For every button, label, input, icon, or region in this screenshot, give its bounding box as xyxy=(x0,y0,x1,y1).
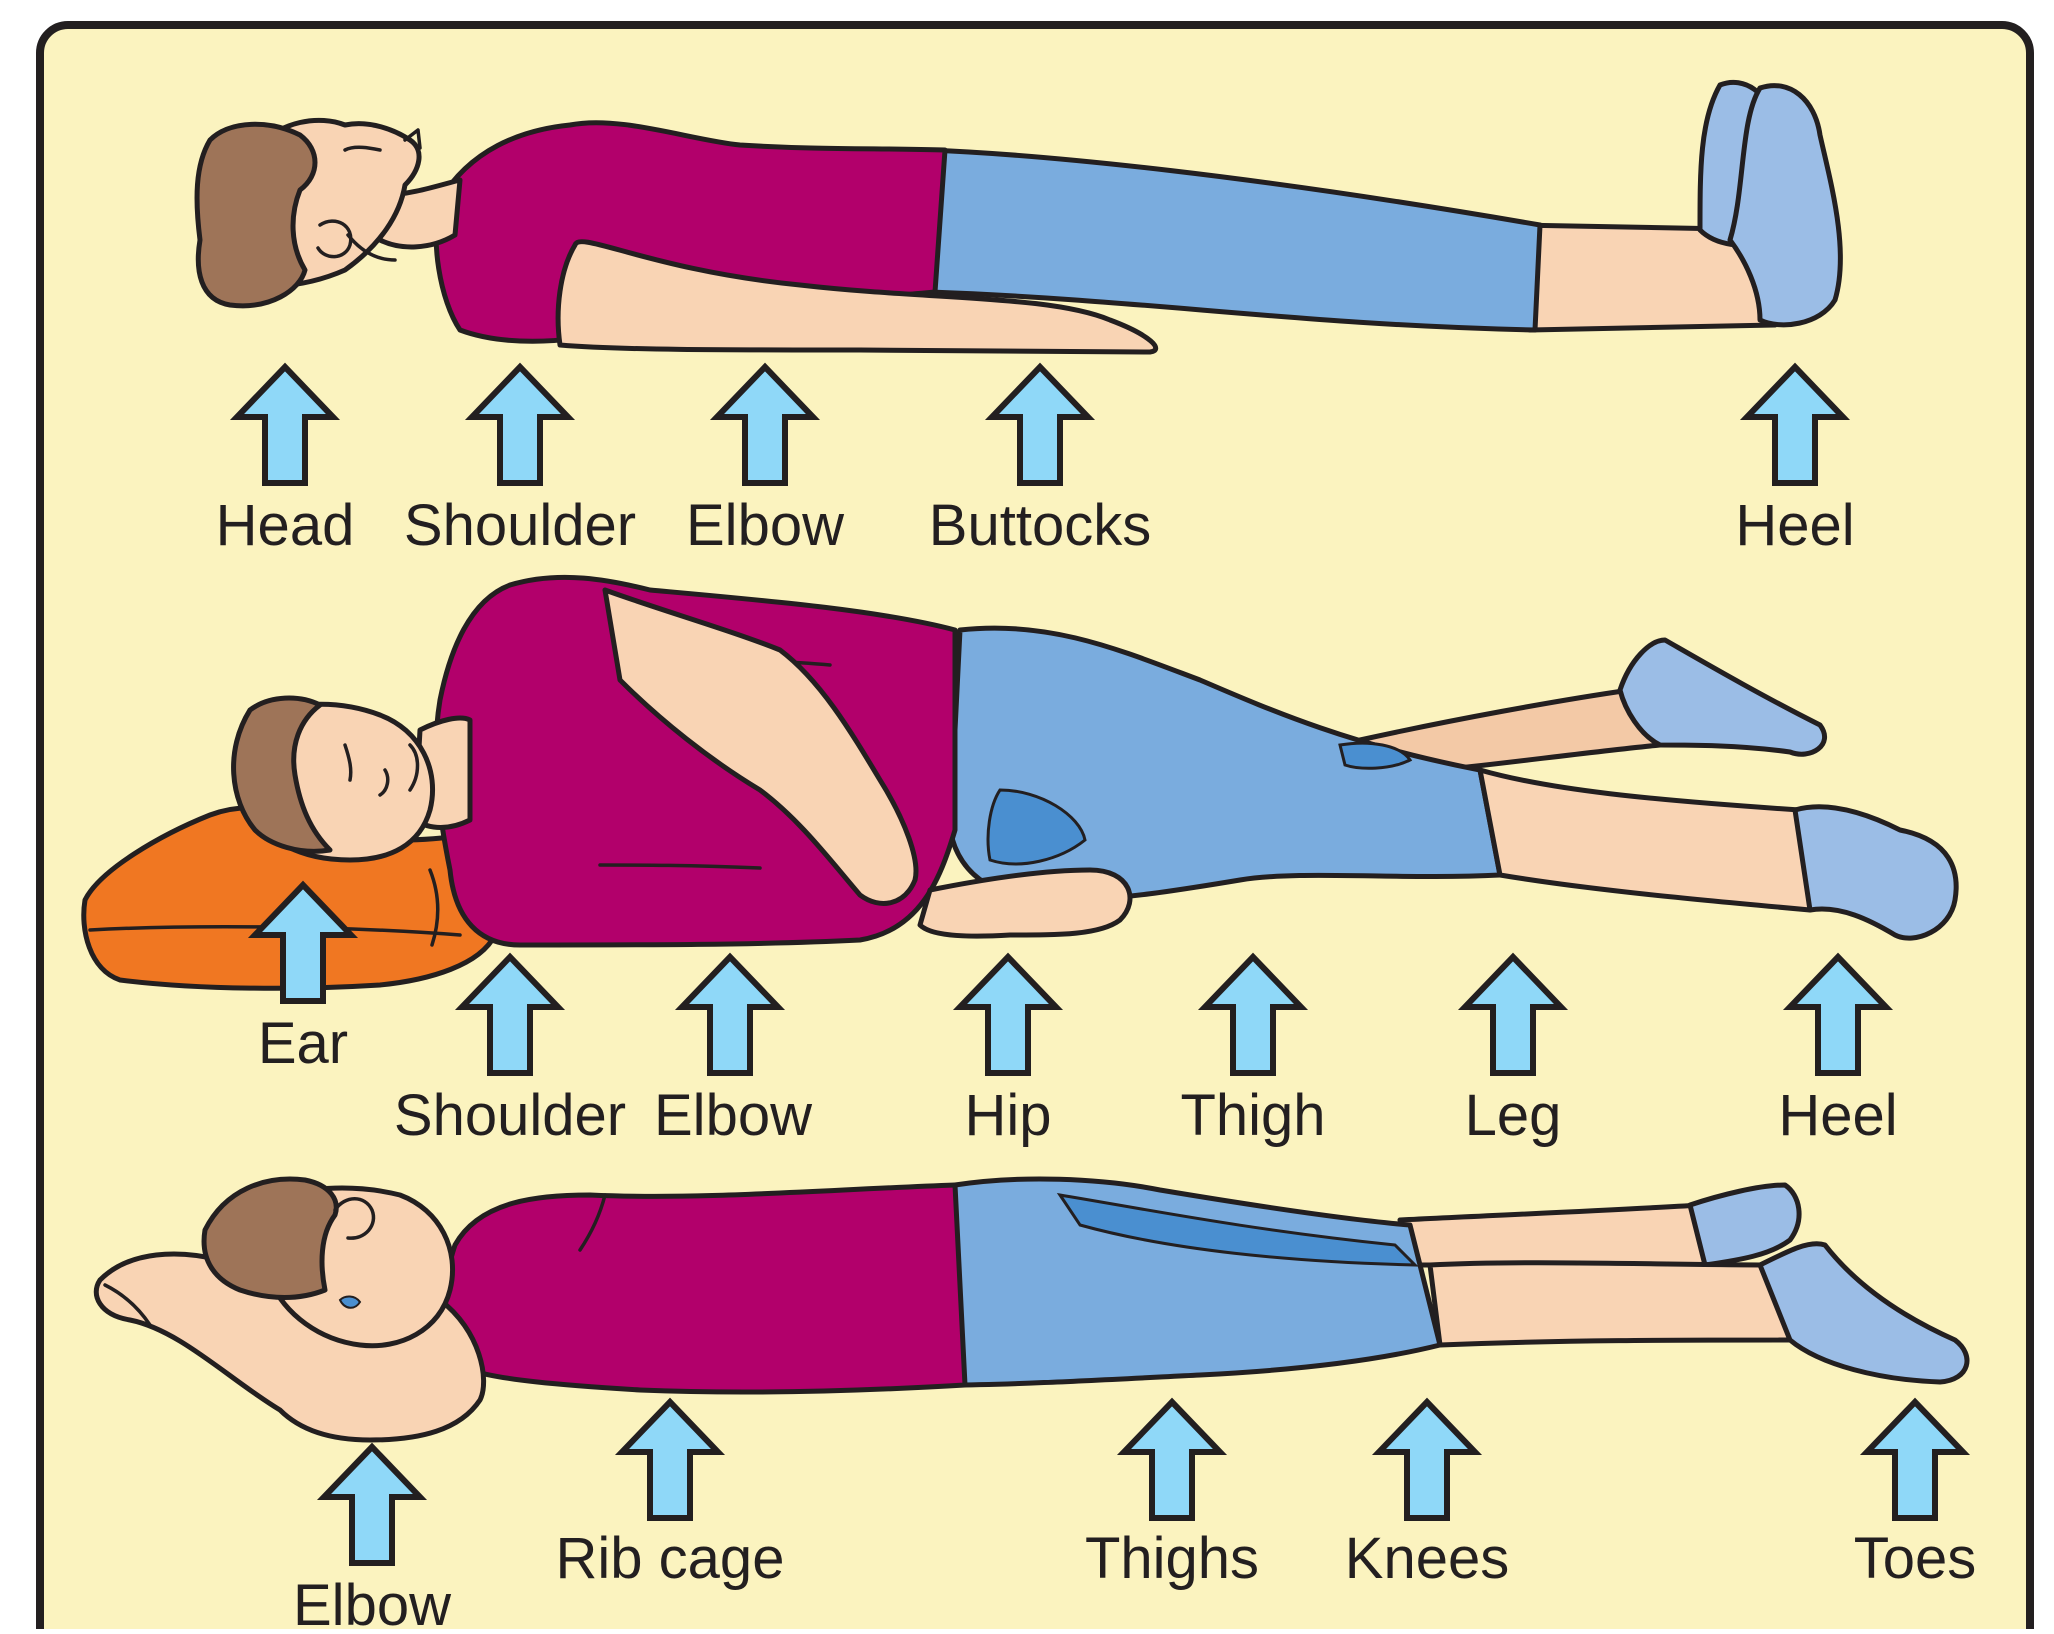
label-side-heel: Heel xyxy=(1778,1083,1897,1148)
label-side-shoulder: Shoulder xyxy=(394,1083,626,1148)
label-prone-toes: Toes xyxy=(1854,1526,1977,1591)
label-supine-buttocks: Buttocks xyxy=(929,493,1151,558)
label-supine-head: Head xyxy=(216,493,355,558)
label-side-thigh: Thigh xyxy=(1180,1083,1325,1148)
label-side-elbow: Elbow xyxy=(654,1083,813,1148)
label-side-leg: Leg xyxy=(1465,1083,1562,1148)
label-prone-rib-cage: Rib cage xyxy=(556,1526,785,1591)
label-prone-thighs: Thighs xyxy=(1085,1526,1259,1591)
label-supine-shoulder: Shoulder xyxy=(404,493,636,558)
label-supine-elbow: Elbow xyxy=(686,493,845,558)
label-supine-heel: Heel xyxy=(1735,493,1854,558)
label-side-hip: Hip xyxy=(964,1083,1051,1148)
label-prone-elbow: Elbow xyxy=(293,1573,452,1629)
label-side-ear: Ear xyxy=(258,1011,348,1076)
label-prone-knees: Knees xyxy=(1345,1526,1509,1591)
